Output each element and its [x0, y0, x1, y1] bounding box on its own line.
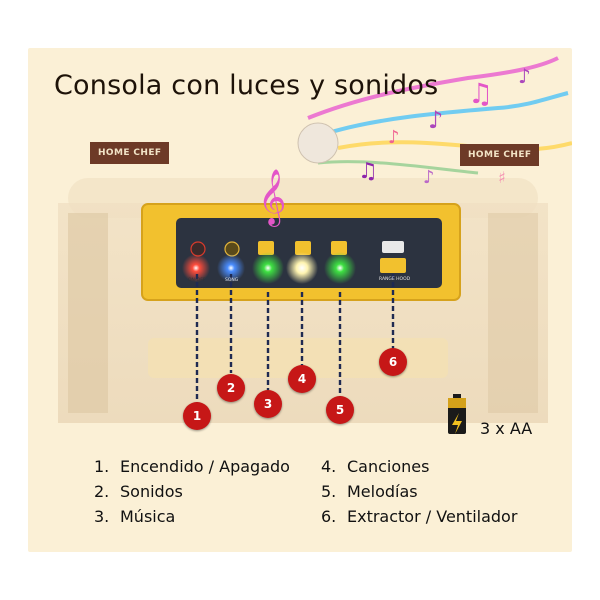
battery-count: 3 x AA — [480, 419, 533, 438]
legend-item: 3. Música — [94, 504, 290, 529]
legend-right: 4. Canciones 5. Melodías 6. Extractor / Ven… — [321, 454, 517, 529]
legend-number: 4. — [321, 457, 337, 476]
timer-knob — [297, 122, 339, 164]
song-label: SONG — [225, 278, 239, 283]
legend-item: 4. Canciones — [321, 454, 517, 479]
svg-text:♪: ♪ — [423, 167, 435, 188]
marker-1: 1 — [183, 402, 211, 430]
power-button[interactable] — [190, 241, 206, 257]
on-off-label: ON-OFF — [188, 278, 206, 283]
legend-item: 2. Sonidos — [94, 479, 290, 504]
svg-text:♪: ♪ — [518, 64, 531, 88]
legend-number: 2. — [94, 482, 110, 501]
light-blue — [217, 254, 245, 282]
legend-label: Melodías — [347, 482, 418, 501]
sound-button[interactable] — [224, 241, 240, 257]
range-hood-button[interactable] — [380, 258, 406, 273]
light-white — [286, 252, 318, 284]
svg-text:♫: ♫ — [358, 159, 378, 184]
marker-5: 5 — [326, 396, 354, 424]
legend-label: Canciones — [347, 457, 430, 476]
svg-text:♪: ♪ — [388, 127, 400, 148]
legend-number: 3. — [94, 507, 110, 526]
cabinet-right-frame — [488, 213, 538, 413]
legend-number: 6. — [321, 507, 337, 526]
leader-lines — [195, 274, 395, 403]
marker-2: 2 — [217, 374, 245, 402]
legend-number: 1. — [94, 457, 110, 476]
legend-left: 1. Encendido / Apagado 2. Sonidos 3. Música — [94, 454, 290, 529]
legend-label: Encendido / Apagado — [120, 457, 290, 476]
svg-text:♪: ♪ — [428, 106, 443, 134]
product-card: 𝄞 ♫ ♪ ♫ ♪ ♪ ♯ ♪ Consola con luces y soni… — [28, 48, 572, 552]
brand-label-right: HOME CHEF — [460, 144, 540, 166]
music-button[interactable] — [258, 241, 274, 255]
page-title: Consola con luces y sonidos — [54, 70, 439, 101]
legend-label: Música — [120, 507, 176, 526]
legend-item: 5. Melodías — [321, 479, 517, 504]
kitchen-background: 𝄞 ♫ ♪ ♫ ♪ ♪ ♯ ♪ — [58, 56, 572, 434]
svg-text:𝄞: 𝄞 — [258, 169, 286, 227]
light-green-1 — [252, 252, 284, 284]
legend-item: 6. Extractor / Ventilador — [321, 504, 517, 529]
cabinet-left-frame — [68, 213, 108, 413]
legend-number: 5. — [321, 482, 337, 501]
battery-icon — [448, 394, 466, 434]
marker-6: 6 — [379, 348, 407, 376]
marker-4: 4 — [288, 365, 316, 393]
lower-drawer — [148, 338, 448, 378]
fan-indicator — [382, 241, 404, 253]
marker-3: 3 — [254, 390, 282, 418]
svg-text:♯: ♯ — [498, 168, 506, 187]
legend-label: Sonidos — [120, 482, 183, 501]
light-green-2 — [324, 252, 356, 284]
songs-button[interactable] — [295, 241, 311, 255]
svg-text:♫: ♫ — [468, 77, 493, 110]
light-red — [182, 254, 210, 282]
brand-label-left: HOME CHEF — [90, 142, 170, 164]
range-hood-label: RANGE HOOD — [379, 277, 411, 282]
legend-item: 1. Encendido / Apagado — [94, 454, 290, 479]
legend-label: Extractor / Ventilador — [347, 507, 518, 526]
melodies-button[interactable] — [331, 241, 347, 255]
